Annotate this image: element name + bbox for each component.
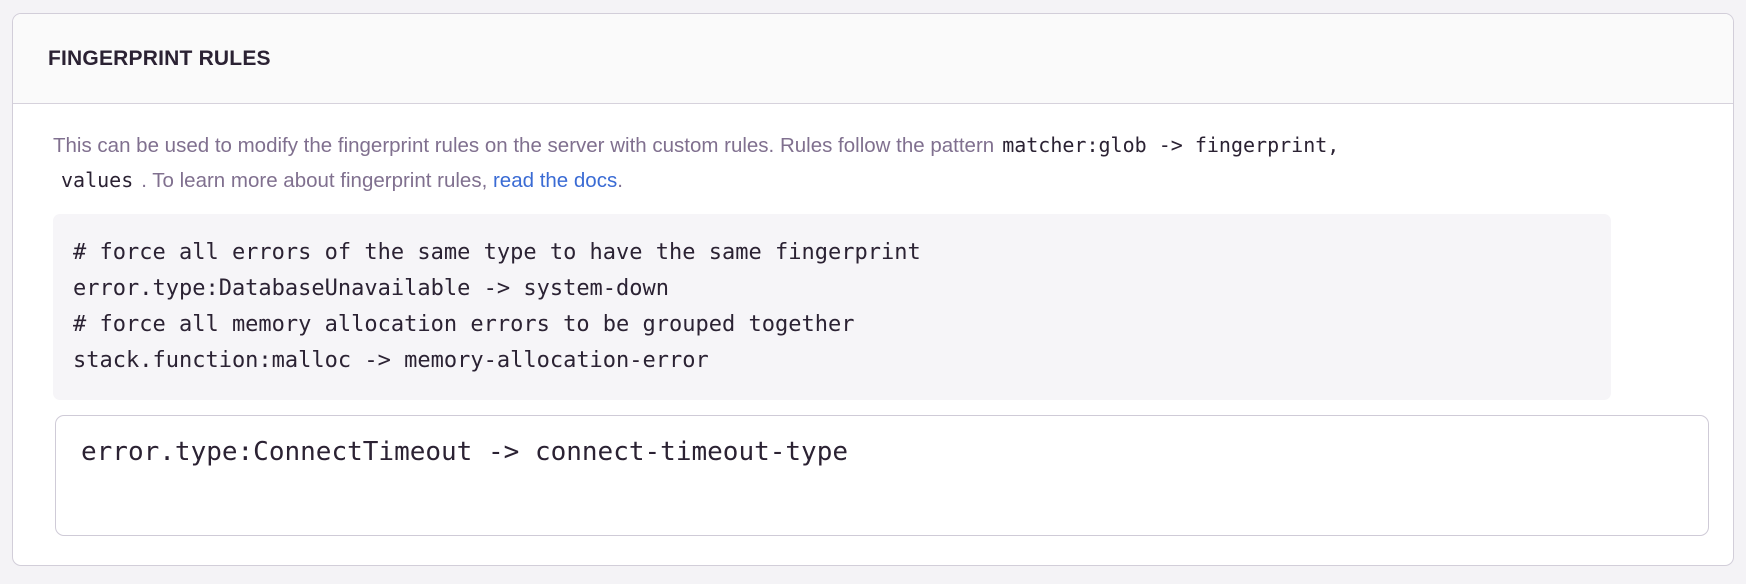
example-code-block: # force all errors of the same type to h… — [53, 214, 1611, 400]
panel-header: FINGERPRINT RULES — [13, 14, 1733, 104]
panel-title: FINGERPRINT RULES — [48, 46, 271, 70]
read-the-docs-link[interactable]: read the docs — [492, 169, 618, 192]
description-text-before: This can be used to modify the fingerpri… — [53, 134, 995, 157]
description-period: . — [617, 169, 623, 192]
description-text-after: . To learn more about fingerprint rules, — [141, 169, 488, 192]
panel-description: This can be used to modify the fingerpri… — [53, 128, 1693, 198]
pattern-code-part2: values — [61, 168, 134, 192]
fingerprint-rules-input[interactable]: error.type:ConnectTimeout -> connect-tim… — [55, 415, 1709, 536]
pattern-code-part1: matcher:glob -> fingerprint, — [1002, 133, 1340, 157]
panel-body: This can be used to modify the fingerpri… — [13, 104, 1733, 565]
fingerprint-rules-panel: FINGERPRINT RULES This can be used to mo… — [12, 13, 1734, 566]
